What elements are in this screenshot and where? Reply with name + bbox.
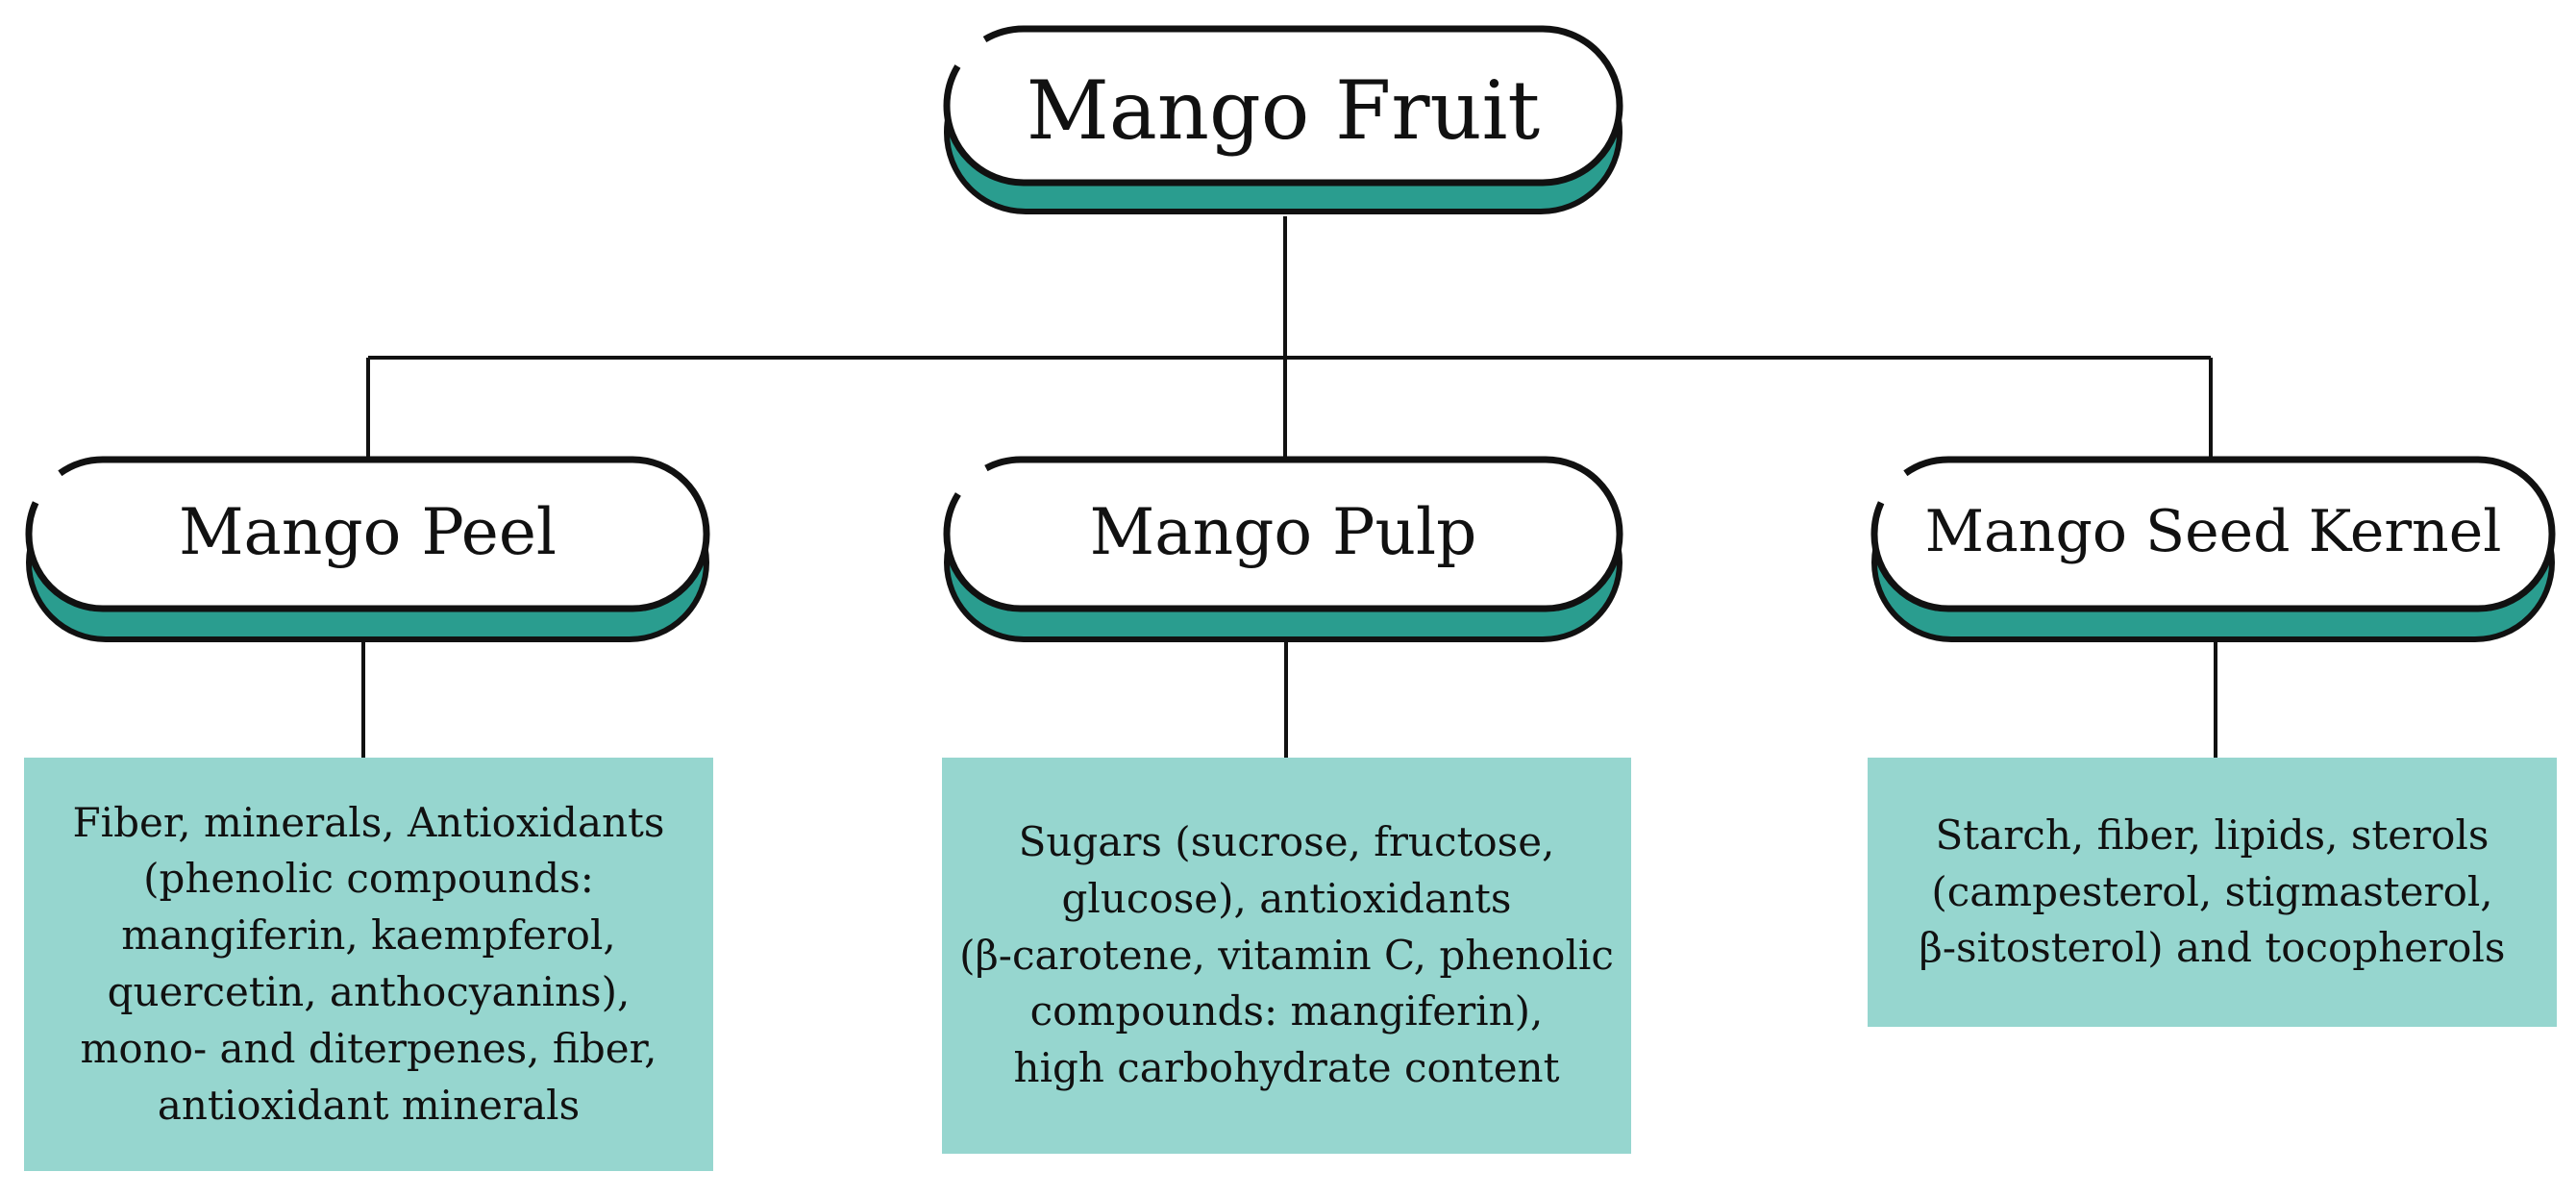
- peel-details-box: Fiber, minerals, Antioxidants (phenolic …: [24, 758, 713, 1171]
- peel-node-label: Mango Peel: [178, 494, 557, 569]
- pulp-detail-line: high carbohydrate content: [1013, 1044, 1560, 1092]
- seed-kernel-details-box: Starch, fiber, lipids, sterols (campeste…: [1868, 758, 2557, 1027]
- pulp-detail-line: glucose), antioxidants: [1061, 874, 1512, 922]
- pulp-details-box: Sugars (sucrose, fructose, glucose), ant…: [942, 758, 1631, 1154]
- seed-kernel-detail-line: (campesterol, stigmasterol,: [1931, 867, 2493, 915]
- pulp-detail-line: (β-carotene, vitamin C, phenolic: [959, 931, 1614, 979]
- peel-detail-line: quercetin, anthocyanins),: [107, 968, 631, 1015]
- peel-detail-line: mangiferin, kaempferol,: [121, 911, 616, 960]
- pulp-node-label: Mango Pulp: [1089, 494, 1477, 569]
- seed-kernel-details-text: Starch, fiber, lipids, sterols (campeste…: [1920, 808, 2506, 977]
- peel-details-text: Fiber, minerals, Antioxidants (phenolic …: [73, 795, 665, 1135]
- peel-detail-line: antioxidant minerals: [157, 1081, 581, 1129]
- pulp-detail-line: compounds: mangiferin),: [1029, 987, 1544, 1035]
- connector-lines: [361, 216, 2217, 758]
- peel-detail-line: Fiber, minerals, Antioxidants: [72, 798, 665, 846]
- root-node-label: Mango Fruit: [1026, 63, 1541, 158]
- seed-kernel-node-label: Mango Seed Kernel: [1924, 498, 2502, 565]
- pulp-details-text: Sugars (sucrose, fructose, glucose), ant…: [959, 814, 1614, 1097]
- seed-kernel-detail-line: β-sitosterol) and tocopherols: [1919, 924, 2506, 972]
- pulp-detail-line: Sugars (sucrose, fructose,: [1018, 818, 1555, 865]
- seed-kernel-detail-line: Starch, fiber, lipids, sterols: [1935, 810, 2489, 859]
- peel-detail-line: (phenolic compounds:: [143, 855, 594, 903]
- peel-node-shape: [25, 456, 710, 642]
- seed-node-shape: [1870, 456, 2556, 642]
- pulp-node-shape: [943, 456, 1623, 642]
- peel-detail-line: mono- and diterpenes, fiber,: [80, 1024, 657, 1072]
- root-node-shape: [943, 25, 1623, 214]
